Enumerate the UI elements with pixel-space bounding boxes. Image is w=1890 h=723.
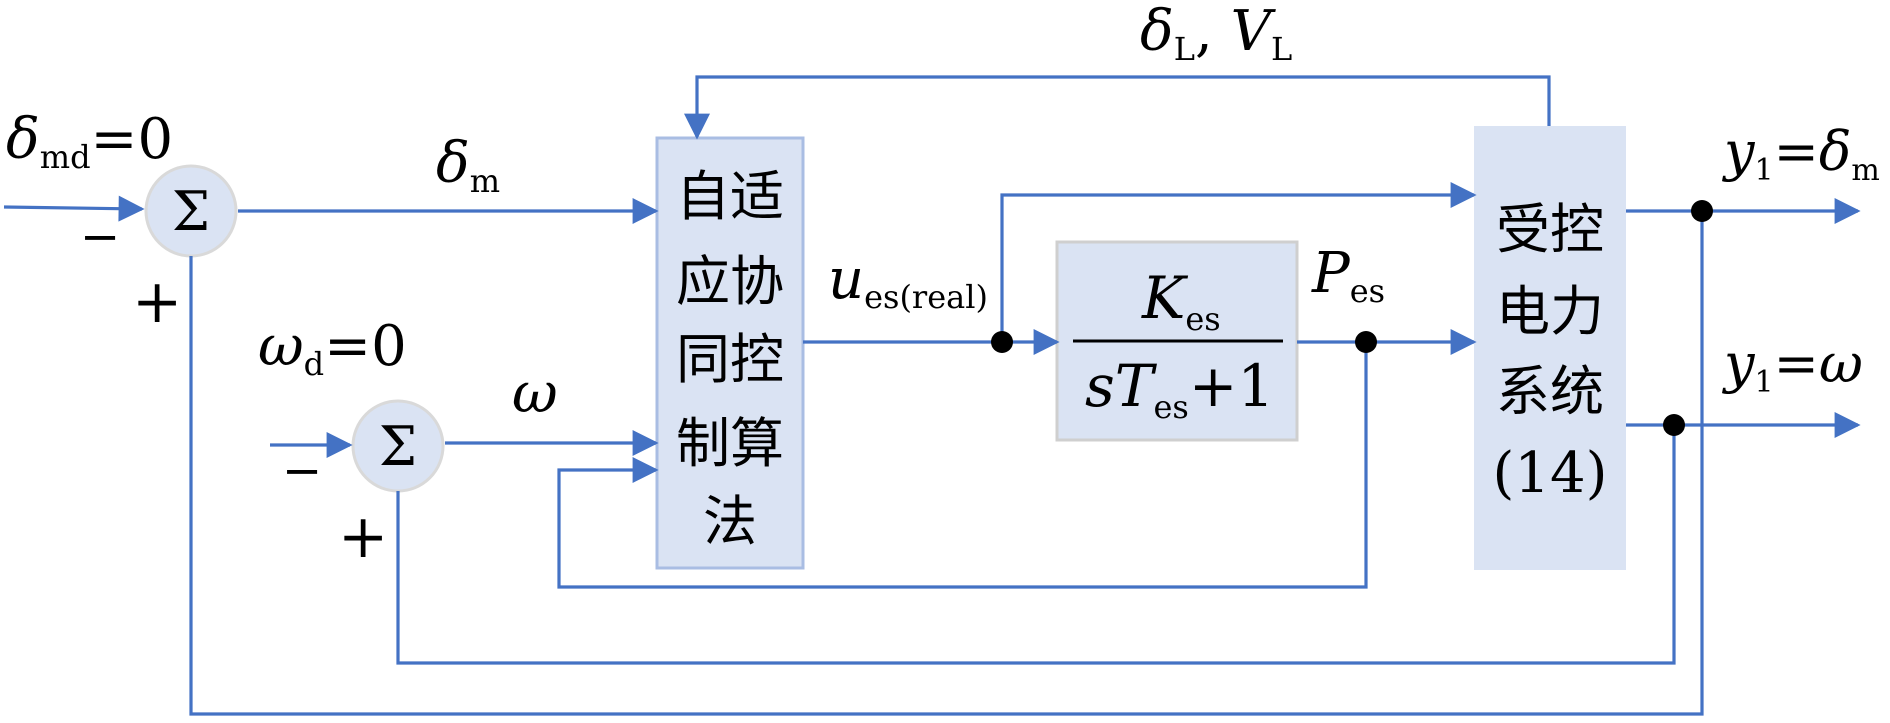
transfer-denominator: sTes+1 [1085, 352, 1274, 426]
adaptive-line-5: 法 [703, 490, 757, 553]
summer-1-plus-sign: + [132, 267, 182, 337]
junction-dot-omega-out [1663, 414, 1685, 436]
plant-block-text: 受控 电力 系统 (14) [1493, 198, 1608, 506]
junction-dot-delta-out [1691, 200, 1713, 222]
label-y1-omega: y1=ω [1722, 332, 1863, 400]
label-delta-md: δmd=0 [6, 107, 173, 176]
adaptive-line-4: 制算 [676, 412, 784, 475]
delta-feedback-wire [189, 211, 1704, 716]
summer-2-sigma: Σ [379, 415, 417, 478]
adaptive-control-block [655, 136, 805, 570]
summer-2-plus-sign: + [338, 502, 388, 572]
pes-feedback-wire [557, 342, 1368, 589]
omega-feedback-wire [396, 425, 1676, 665]
junction-dot-u-es [991, 331, 1013, 353]
input-delta-md-wire [3, 195, 145, 222]
label-delta-l-v-l: δL, VL [1140, 0, 1292, 68]
plant-line-1: 受控 [1496, 198, 1604, 261]
adaptive-line-1: 自适 [676, 165, 784, 228]
label-p-es: Pes [1311, 241, 1385, 310]
delta-l-v-l-feedback-wire [684, 75, 1551, 140]
plant-line-3: 系统 [1496, 360, 1604, 423]
u-es-branch-wire [1000, 182, 1477, 342]
junction-dot-p-es [1355, 331, 1377, 353]
adaptive-line-3: 同控 [676, 328, 784, 391]
adaptive-block-text: 自适 应协 同控 制算 法 [676, 165, 784, 553]
label-y1-delta-m: y1=δm [1722, 120, 1880, 188]
plant-line-2: 电力 [1496, 280, 1604, 343]
adaptive-line-2: 应协 [676, 250, 784, 313]
summer-1-minus-sign: − [80, 209, 120, 265]
summer-2-minus-sign: − [282, 443, 322, 499]
label-omega: ω [512, 361, 558, 426]
plant-block [1474, 126, 1626, 570]
label-u-es-real: ues(real) [828, 247, 988, 316]
plant-line-4: (14) [1493, 441, 1608, 506]
label-omega-d: ωd=0 [258, 314, 407, 383]
transfer-numerator: Kes [1141, 264, 1221, 338]
label-delta-m: δm [436, 131, 500, 200]
summer-1-sigma: Σ [172, 180, 210, 243]
